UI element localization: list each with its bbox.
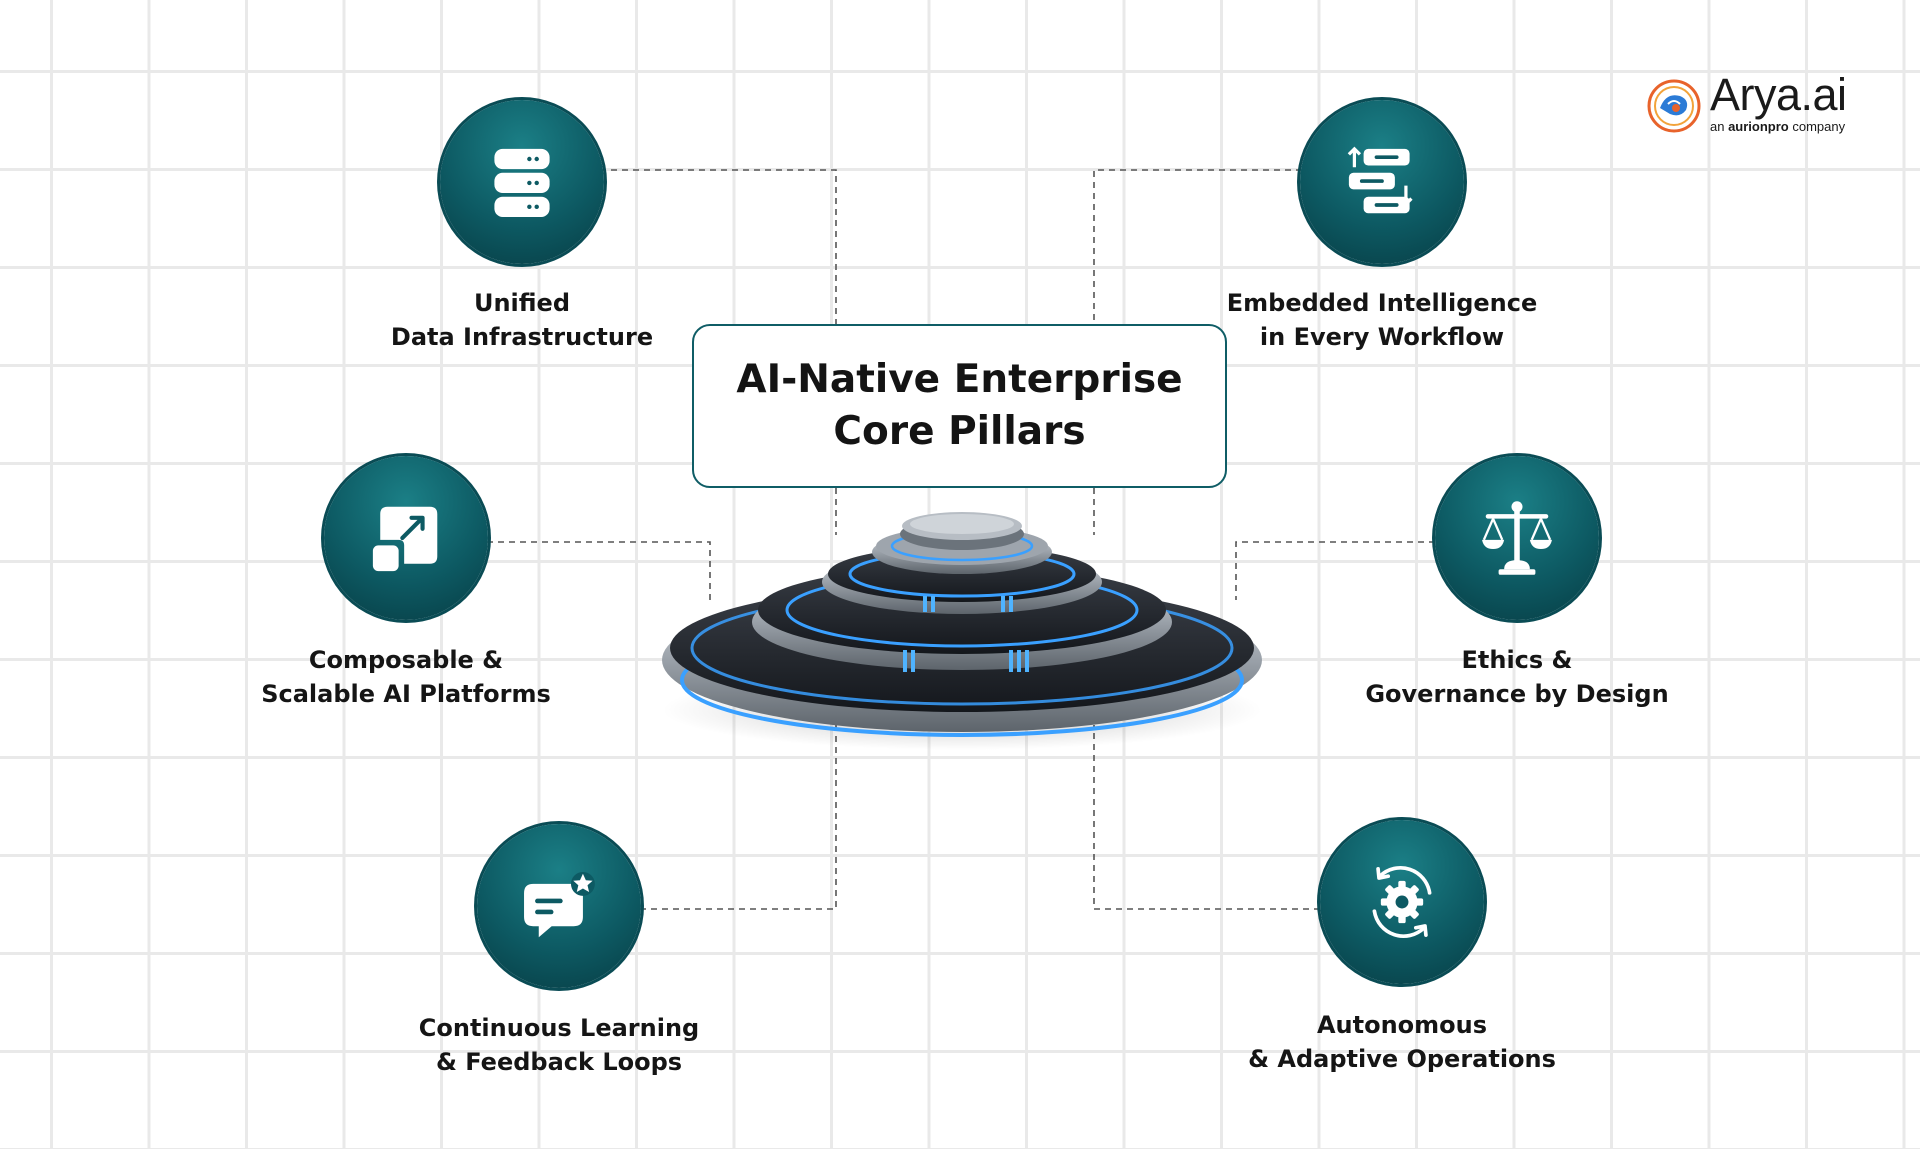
database-icon: [476, 136, 568, 228]
chat-star-icon: [513, 860, 605, 952]
pillar-ops-label: Autonomous& Adaptive Operations: [1192, 1008, 1612, 1076]
pillar-ethics-badge: [1435, 456, 1599, 620]
connector-ops: [1094, 725, 1320, 909]
brand-tagline: an aurionpro company: [1710, 119, 1845, 135]
title-line-1: AI-Native Enterprise: [736, 354, 1182, 406]
expand-arrow-icon: [360, 492, 452, 584]
arya-logo: Arya.ai an aurionpro company: [1646, 74, 1846, 138]
pillar-ops-badge: [1320, 820, 1484, 984]
pillar-data-badge: [440, 100, 604, 264]
pillar-ethics-label: Ethics &Governance by Design: [1307, 643, 1727, 711]
scales-icon: [1471, 492, 1563, 584]
title-card: AI-Native Enterprise Core Pillars: [692, 324, 1227, 488]
gear-cycle-icon: [1356, 856, 1448, 948]
pillar-learning-label: Continuous Learning& Feedback Loops: [349, 1011, 769, 1079]
pillar-platform-badge: [324, 456, 488, 620]
platform-illustration: [655, 510, 1270, 750]
pillar-learning-badge: [477, 824, 641, 988]
pillar-workflow-badge: [1300, 100, 1464, 264]
connector-learning: [640, 725, 836, 909]
pillar-platform-label: Composable &Scalable AI Platforms: [196, 643, 616, 711]
brand-name: Arya.ai: [1710, 72, 1847, 118]
workflow-sort-icon: [1336, 136, 1428, 228]
title-line-2: Core Pillars: [833, 406, 1085, 458]
arya-logo-mark-icon: [1646, 78, 1702, 134]
